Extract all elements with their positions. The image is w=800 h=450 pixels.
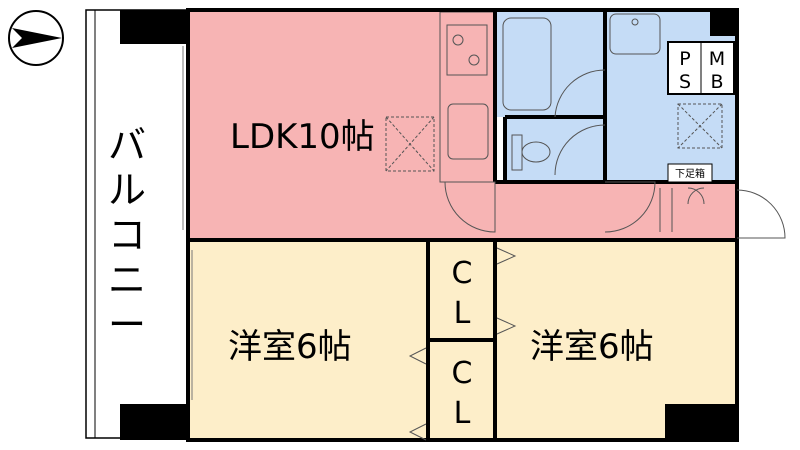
closet-upper-label-c: C bbox=[452, 256, 473, 291]
corridor bbox=[495, 182, 735, 240]
ldk-ceiling-hatch-icon bbox=[385, 116, 435, 172]
toilet-icon bbox=[511, 134, 551, 171]
washroom-ceiling-hatch-icon bbox=[677, 103, 723, 149]
washbasin-icon bbox=[609, 13, 661, 55]
ps-label-s: S bbox=[679, 71, 691, 93]
balcony-label-1: バ bbox=[108, 123, 146, 167]
mb-label-m: M bbox=[709, 48, 725, 70]
stove-icon bbox=[446, 24, 488, 76]
balcony-label-3: コ bbox=[108, 213, 146, 257]
closet-lower-label-c: C bbox=[452, 356, 473, 391]
balcony-windows bbox=[182, 46, 193, 400]
bathtub-icon bbox=[502, 17, 552, 111]
ps-label-p: P bbox=[679, 48, 690, 70]
balcony-label-4: ニ bbox=[108, 258, 146, 302]
balcony-label-5: ー bbox=[108, 303, 146, 347]
columns bbox=[120, 10, 737, 440]
closet-upper-label-l: L bbox=[454, 296, 471, 331]
closet-lower bbox=[428, 340, 495, 438]
shoe-cabinet bbox=[667, 163, 713, 183]
washroom bbox=[605, 12, 735, 182]
bath-door-icon bbox=[554, 69, 606, 118]
toilet-door-icon bbox=[554, 124, 606, 176]
western-room-right-label: 洋室6帖 bbox=[530, 327, 654, 367]
balcony bbox=[85, 9, 188, 439]
balcony-label-2: ル bbox=[108, 168, 146, 212]
closet-upper bbox=[428, 240, 495, 340]
doors bbox=[444, 181, 786, 239]
closet-lower-label-l: L bbox=[454, 396, 471, 431]
shoe-cabinet-label: 下足箱 bbox=[675, 167, 705, 180]
north-arrow-icon bbox=[8, 10, 64, 66]
ldk-label: LDK10帖 bbox=[230, 117, 375, 157]
mb-label-b: B bbox=[710, 71, 723, 93]
closet-door-marks bbox=[408, 247, 517, 441]
western-room-left bbox=[190, 240, 428, 438]
kitchen-counter bbox=[439, 11, 496, 183]
kitchen-sink-icon bbox=[447, 103, 489, 160]
western-room-left-label: 洋室6帖 bbox=[228, 327, 352, 367]
